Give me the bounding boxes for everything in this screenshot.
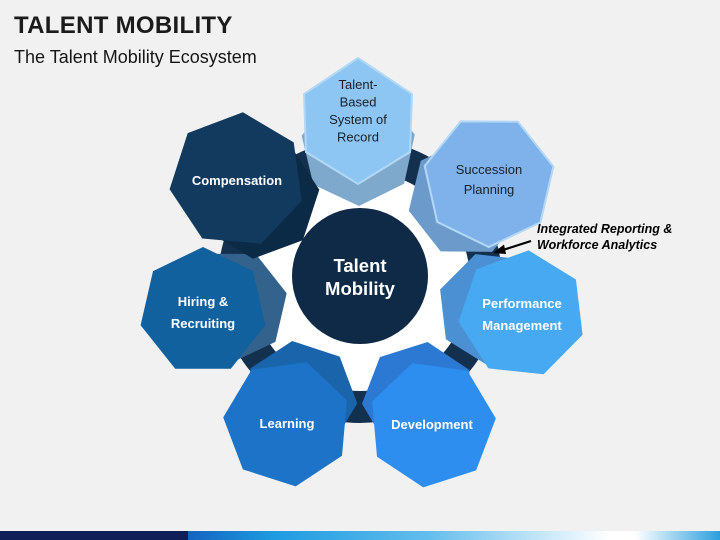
slide-subtitle: The Talent Mobility Ecosystem (14, 47, 257, 67)
hexagon-compensation (169, 112, 302, 244)
hexagon-talent-based-system-of-record (302, 56, 414, 186)
footer-bar (0, 531, 720, 540)
hexagon-development (372, 363, 496, 488)
slide-header: TALENT MOBILITY The Talent Mobility Ecos… (14, 12, 257, 68)
center-circle (292, 208, 428, 344)
annotation-arrow (502, 239, 532, 252)
annotation-arrowhead (493, 244, 506, 254)
annotation-label: Integrated Reporting &Workforce Analytic… (537, 222, 672, 252)
hexagon-hiring-recruiting (140, 247, 266, 369)
hexagon-label-development: Development (391, 417, 473, 432)
slide-title: TALENT MOBILITY (14, 12, 233, 39)
hexagon-learning (223, 362, 347, 487)
footer-bar-left (0, 531, 188, 540)
hexagon-label-learning: Learning (260, 416, 315, 431)
footer-bar-gradient (188, 531, 720, 540)
hexagon-succession-planning (423, 120, 555, 249)
hexagon-label-hiring-recruiting: Hiring &Recruiting (171, 294, 235, 331)
hexagon-performance-management (458, 250, 583, 375)
hexagon-label-compensation: Compensation (192, 173, 282, 188)
